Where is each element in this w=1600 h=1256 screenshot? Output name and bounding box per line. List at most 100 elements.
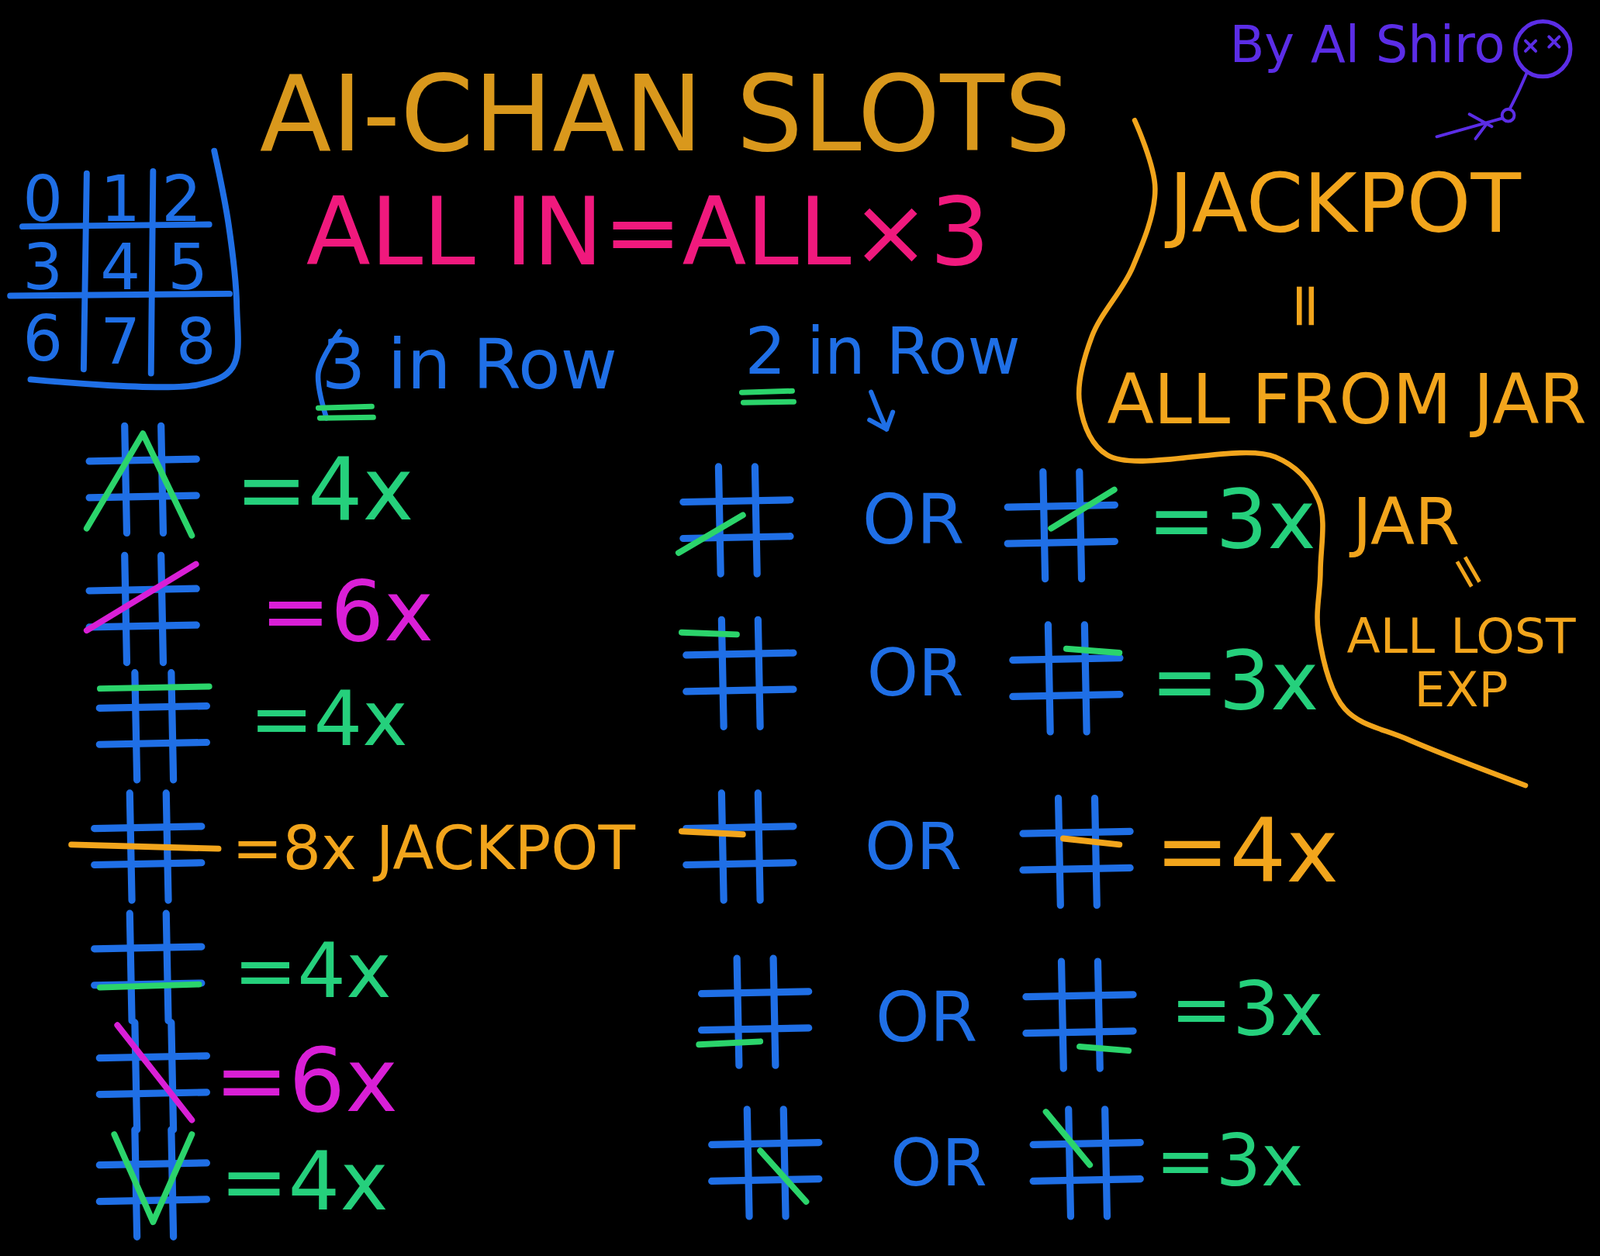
symbol-line — [1022, 867, 1131, 871]
balloon-eye — [1548, 36, 1559, 47]
grid-symbol — [94, 913, 202, 1021]
balloon-knot — [1502, 109, 1515, 122]
balloon-eye — [1548, 36, 1559, 47]
underline — [317, 406, 372, 408]
symbol-line — [161, 555, 164, 663]
symbol-line — [1068, 1109, 1072, 1217]
symbol-line — [1026, 995, 1134, 998]
symbol-line — [134, 1022, 138, 1131]
win-line — [1063, 838, 1120, 845]
symbol-line — [1007, 504, 1115, 508]
win-line — [1046, 1112, 1091, 1165]
symbol-line — [686, 689, 794, 692]
symbol-line — [1043, 472, 1046, 580]
rule-text: 2 in Row — [744, 319, 1020, 384]
symbol-line — [721, 793, 724, 901]
grid-symbol — [1022, 798, 1131, 906]
symbol-line — [701, 991, 809, 995]
grid-symbol — [1026, 961, 1134, 1069]
symbol-line — [1079, 472, 1082, 580]
rule-text: OR — [864, 814, 962, 880]
cell-number: 7 — [100, 310, 141, 374]
underline — [742, 401, 794, 403]
rule-text: ALL FROM JAR — [1107, 366, 1587, 435]
win-line — [1066, 649, 1120, 654]
underline — [319, 417, 374, 419]
symbol-line — [89, 459, 197, 462]
rule-text: =4x — [220, 1140, 389, 1223]
win-line — [117, 1025, 192, 1120]
grid-symbol — [99, 1130, 207, 1238]
rule-text: =3x — [1170, 973, 1324, 1048]
rule-text: =4x — [234, 446, 414, 533]
rule-text: =4x — [233, 933, 392, 1010]
symbol-line — [1061, 961, 1065, 1069]
symbol-line — [757, 793, 761, 901]
balloon-string — [1510, 73, 1527, 109]
win-line — [1079, 1047, 1129, 1051]
symbol-line — [711, 1143, 820, 1146]
win-line — [71, 844, 218, 849]
symbol-line — [99, 1199, 207, 1203]
symbol-line — [1033, 1179, 1141, 1182]
cell-number: 2 — [161, 167, 202, 232]
win-line — [86, 433, 193, 536]
rule-text: 3 in Row — [321, 330, 618, 401]
doodle-line — [1475, 122, 1488, 139]
symbol-line — [99, 706, 207, 709]
cell-number: 4 — [100, 235, 141, 300]
symbol-line — [89, 625, 197, 628]
symbol-line — [94, 863, 202, 866]
grid-symbol — [686, 793, 794, 901]
symbol-line — [1095, 798, 1098, 906]
symbol-line — [686, 826, 794, 830]
symbol-line — [99, 1056, 207, 1059]
cell-number: 5 — [167, 235, 208, 300]
rule-text: OR — [875, 984, 978, 1054]
win-line — [100, 984, 200, 989]
symbol-line — [94, 826, 202, 830]
rule-text: =3x — [1155, 1125, 1304, 1197]
rule-text: = — [1275, 280, 1338, 332]
symbol-line — [99, 742, 207, 745]
underline — [741, 390, 792, 393]
symbol-line — [1097, 961, 1100, 1069]
rule-text: ALL IN=ALL×3 — [306, 185, 991, 280]
rule-text: =8x JACKPOT — [231, 819, 636, 880]
symbol-line — [89, 588, 197, 591]
title: AI-CHAN SLOTS — [259, 62, 1072, 167]
rule-text: =4x — [1154, 807, 1339, 897]
symbol-line — [683, 500, 791, 503]
symbol-line — [1022, 831, 1131, 834]
rule-text: OR — [862, 486, 965, 556]
cell-number: 0 — [22, 167, 63, 232]
symbol-line — [783, 1109, 786, 1217]
grid-symbol — [1033, 1109, 1141, 1217]
cell-number: 8 — [176, 310, 217, 374]
win-line — [681, 632, 737, 636]
symbol-line — [701, 1028, 809, 1031]
rule-text: OR — [867, 640, 965, 706]
grid-symbol — [1012, 625, 1120, 733]
symbol-line — [1033, 1143, 1141, 1146]
symbol-line — [1012, 694, 1120, 698]
win-line — [698, 1041, 761, 1045]
rule-text: =6x — [260, 570, 435, 654]
symbol-line — [773, 958, 776, 1066]
symbol-line — [171, 1022, 174, 1131]
arrow-head — [869, 412, 893, 430]
symbol-line — [165, 913, 169, 1021]
symbol-line — [1047, 625, 1051, 733]
symbol-line — [1084, 625, 1087, 733]
symbol-line — [746, 1109, 750, 1217]
symbol-line — [1026, 1031, 1134, 1034]
win-line — [100, 686, 210, 689]
symbol-line — [1012, 658, 1120, 661]
rule-text: JACKPOT — [1168, 162, 1521, 246]
win-line — [760, 1150, 806, 1203]
rule-text: By Al Shiro — [1229, 19, 1505, 71]
symbol-line — [1007, 541, 1115, 544]
balloon-eye — [1525, 41, 1536, 52]
rule-text: =3x — [1147, 479, 1316, 561]
